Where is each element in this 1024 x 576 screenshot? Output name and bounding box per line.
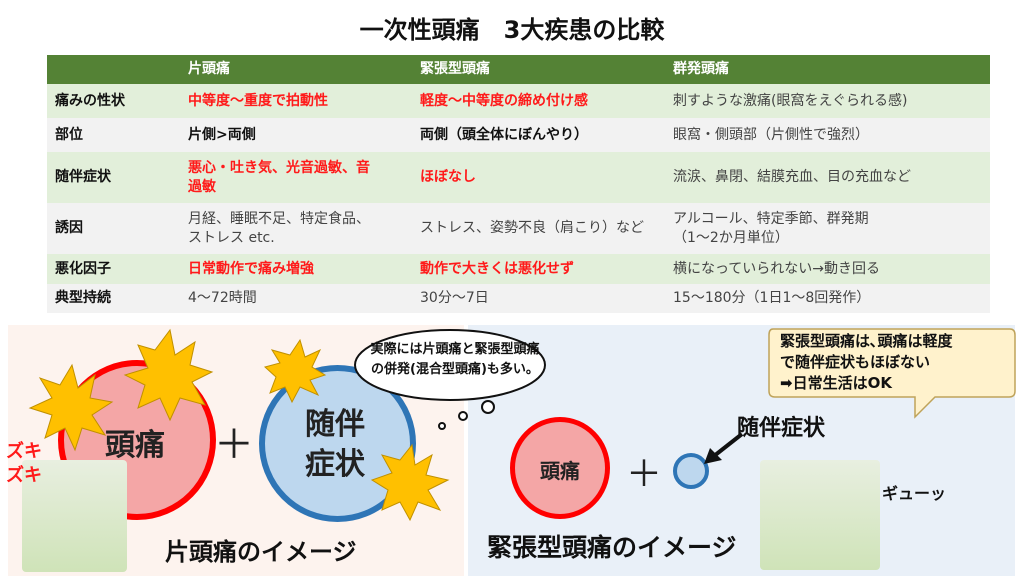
sheep-illustration <box>22 460 127 572</box>
table-row: 部位 片側>両側 両側（頭全体にぼんやり） 眼窩・側頭部（片側性で強烈） <box>47 118 990 152</box>
table-row: 典型持続 4～72時間 30分～7日 15～180分（1日1～8回発作） <box>47 284 990 313</box>
zuki-text: ズキズキ <box>6 440 42 488</box>
cloud-line: 実際には片頭痛と緊張型頭痛 <box>370 342 540 357</box>
comparison-table: 片頭痛 緊張型頭痛 群発頭痛 痛みの性状 中等度～重度で拍動性 軽度～中等度の締… <box>47 55 990 313</box>
table-row: 痛みの性状 中等度～重度で拍動性 軽度～中等度の締め付け感 刺すような激痛(眼窩… <box>47 84 990 118</box>
cell: 悪心・吐き気、光音過敏、音過敏 <box>180 152 412 203</box>
zuki-line: ズキ <box>6 465 42 486</box>
thought-cloud <box>354 329 546 430</box>
thought-dot <box>438 422 446 430</box>
table-row: 誘因 月経、睡眠不足、特定食品、ストレス etc. ストレス、姿勢不良（肩こり）… <box>47 203 990 254</box>
callout-line: で随伴症状もほぼない <box>780 353 931 371</box>
header-cell: 緊張型頭痛 <box>412 55 665 84</box>
callout-line: 緊張型頭痛は､頭痛は軽度 <box>780 332 953 350</box>
sheep-illustration <box>760 460 880 570</box>
cell: 流涙、鼻閉、結膜充血、目の充血など <box>665 152 990 203</box>
cell: 横になっていられない→動き回る <box>665 254 990 284</box>
symptom-line: 症状 <box>305 447 365 482</box>
headache-circle-small <box>510 417 610 519</box>
table-row: 悪化因子 日常動作で痛み増強 動作で大きくは悪化せず 横になっていられない→動き… <box>47 254 990 284</box>
row-label: 悪化因子 <box>47 254 180 284</box>
callout-text: 緊張型頭痛は､頭痛は軽度で随伴症状もほぼない ➡日常生活はOK <box>780 331 953 394</box>
cell: 30分～7日 <box>412 284 665 313</box>
arrow-icon <box>704 432 744 464</box>
symptom-line: 随伴 <box>305 407 365 442</box>
starburst-icon <box>123 328 214 422</box>
thought-dot <box>481 400 495 414</box>
callout-bubble <box>768 328 1016 419</box>
gyu-text: ギューッ <box>882 484 947 503</box>
cell: 中等度～重度で拍動性 <box>180 84 412 118</box>
tension-caption: 緊張型頭痛のイメージ <box>487 533 737 562</box>
migraine-caption: 片頭痛のイメージ <box>165 538 357 566</box>
header-cell: 片頭痛 <box>180 55 412 84</box>
table-row: 随伴症状 悪心・吐き気、光音過敏、音過敏 ほぼなし 流涙、鼻閉、結膜充血、目の充… <box>47 152 990 203</box>
cell: 15～180分（1日1～8回発作） <box>665 284 990 313</box>
headache-label: 頭痛 <box>105 428 165 463</box>
cell: ストレス、姿勢不良（肩こり）など <box>412 203 665 254</box>
cell: 日常動作で痛み増強 <box>180 254 412 284</box>
cell: 片側>両側 <box>180 118 412 152</box>
plus-sign: ＋ <box>625 454 662 495</box>
callout-line: ➡日常生活はOK <box>780 374 892 392</box>
symptom-label: 随伴症状 <box>737 416 826 441</box>
symptom-label: 随伴症状 <box>290 405 380 485</box>
starburst-icon <box>28 363 114 452</box>
cell: 眼窩・側頭部（片側性で強烈） <box>665 118 990 152</box>
cloud-text: 実際には片頭痛と緊張型頭痛の併発(混合型頭痛)も多い。 <box>370 340 540 380</box>
row-label: 誘因 <box>47 203 180 254</box>
row-label: 随伴症状 <box>47 152 180 203</box>
symptom-circle-small <box>673 453 709 489</box>
page-title: 一次性頭痛 3大疾患の比較 <box>359 16 665 44</box>
cell: 両側（頭全体にぼんやり） <box>412 118 665 152</box>
headache-label: 頭痛 <box>540 459 580 483</box>
cell: 刺すような激痛(眼窩をえぐられる感) <box>665 84 990 118</box>
table-header: 片頭痛 緊張型頭痛 群発頭痛 <box>47 55 990 84</box>
pain-starbursts <box>28 328 450 522</box>
cell: 動作で大きくは悪化せず <box>412 254 665 284</box>
cloud-line: の併発(混合型頭痛)も多い。 <box>371 362 539 377</box>
starburst-icon <box>263 338 327 404</box>
cell: 軽度～中等度の締め付け感 <box>412 84 665 118</box>
cell: 月経、睡眠不足、特定食品、ストレス etc. <box>180 203 412 254</box>
cell: アルコール、特定季節、群発期（1～2か月単位） <box>665 203 990 254</box>
thought-dot <box>458 411 468 421</box>
zuki-line: ズキ <box>6 441 42 462</box>
header-cell: 群発頭痛 <box>665 55 990 84</box>
row-label: 痛みの性状 <box>47 84 180 118</box>
row-label: 部位 <box>47 118 180 152</box>
cell: ほぼなし <box>412 152 665 203</box>
plus-sign: ＋ <box>214 422 254 468</box>
row-label: 典型持続 <box>47 284 180 313</box>
starburst-icon <box>370 443 450 522</box>
cell: 4～72時間 <box>180 284 412 313</box>
header-cell <box>47 55 180 84</box>
